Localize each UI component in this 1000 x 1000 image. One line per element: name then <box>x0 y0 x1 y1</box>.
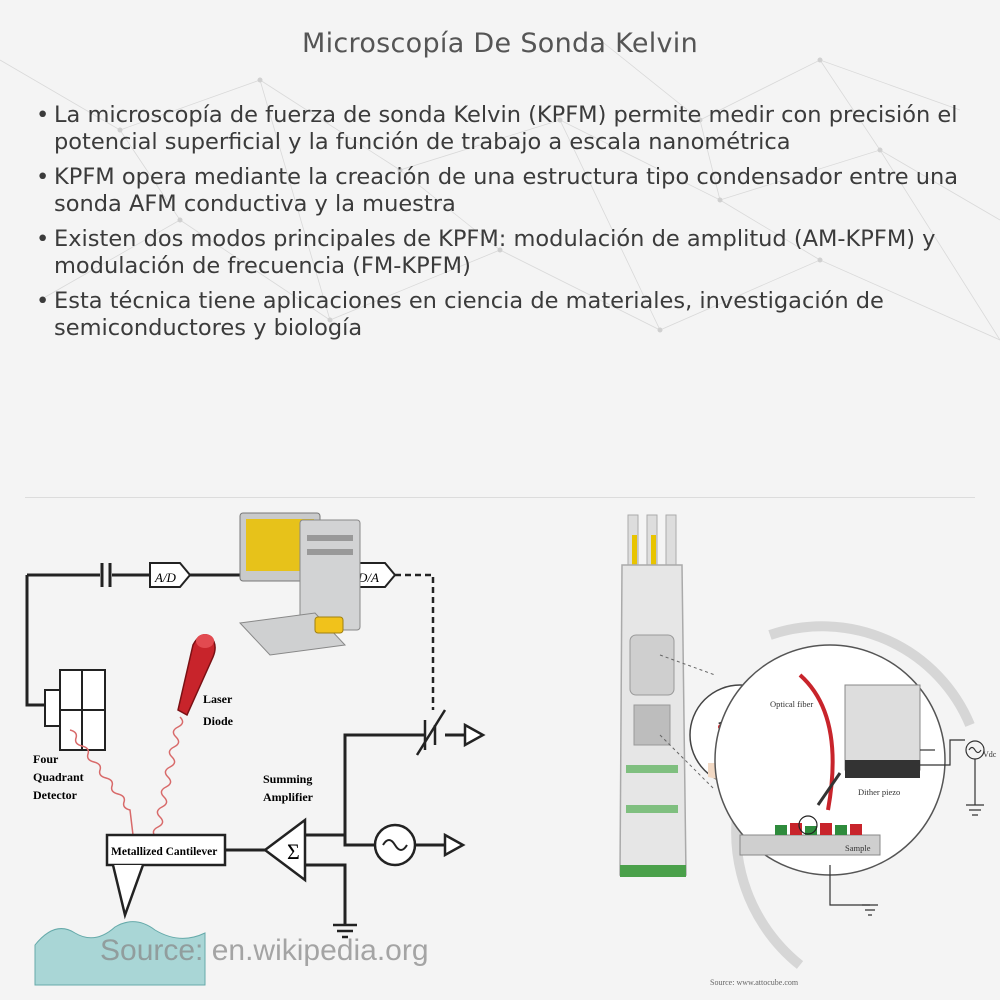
sample-particles <box>775 815 862 835</box>
detector-label: Detector <box>33 788 78 802</box>
computer-icon <box>238 512 361 656</box>
decorative-arc <box>768 621 975 727</box>
bullet-item: Existen dos modos principales de KPFM: m… <box>34 226 964 280</box>
sample-label: Sample <box>845 843 871 853</box>
output-arrow-icon <box>443 832 466 858</box>
dither-piezo <box>844 684 921 771</box>
sample-surface <box>34 921 206 986</box>
capacitor-symbol <box>100 563 112 587</box>
page-title: Microscopía De Sonda Kelvin <box>301 28 699 59</box>
output-arrow-icon <box>463 722 486 748</box>
bullet-item: La microscopía de fuerza de sonda Kelvin… <box>34 102 964 156</box>
cantilever-tip <box>111 864 145 920</box>
detector-label: Four <box>33 752 59 766</box>
metallized-cantilever <box>105 833 227 867</box>
laser-label: Diode <box>203 714 234 728</box>
bullet-item: Esta técnica tiene aplicaciones en cienc… <box>34 288 964 342</box>
ground-symbol <box>333 923 357 939</box>
cantilever-arm <box>816 772 842 806</box>
source-watermark: Source: en.wikipedia.org <box>100 934 429 967</box>
laser-beam-reflected <box>69 729 134 836</box>
section-divider <box>25 497 975 498</box>
da-label: D/A <box>357 570 379 585</box>
kpfm-circuit-diagram: A/D D/A Four Quadrant Detector Laser Dio… <box>25 512 486 986</box>
laser-beam-incident <box>140 716 184 839</box>
dither-piezo-label: Dither piezo <box>858 787 900 797</box>
sine-wave-icon <box>382 839 408 851</box>
ad-label: A/D <box>154 570 177 585</box>
sigma-symbol: Σ <box>287 839 300 864</box>
summing-label: Summing <box>263 772 312 786</box>
detector-label: Quadrant <box>33 770 84 784</box>
dashed-control-line <box>395 573 435 710</box>
optical-fiber-label: Optical fiber <box>770 699 813 709</box>
ad-converter <box>149 562 192 588</box>
variable-dc-source <box>415 709 447 756</box>
vdc-circuit <box>829 739 985 916</box>
summing-label: Amplifier <box>263 790 314 804</box>
cantilever-label: Metallized Cantilever <box>111 846 217 858</box>
optical-fiber <box>798 673 835 811</box>
kpfm-instrument-diagram: V Optical fiber Dither piezo Sample Vdc … <box>619 514 997 987</box>
laser-label: Laser <box>203 692 233 706</box>
probe-head-body <box>619 514 687 877</box>
laser-diode-icon <box>177 634 216 717</box>
vdc-label: Vdc <box>983 750 997 759</box>
summing-amplifier <box>262 817 307 883</box>
source-caption: Source: www.attocube.com <box>710 978 799 987</box>
dither-piezo-base <box>845 760 920 778</box>
bullet-list: La microscopía de fuerza de sonda Kelvin… <box>34 102 964 350</box>
bullet-item: KPFM opera mediante la creación de una e… <box>34 164 964 218</box>
quadrant-detector <box>44 669 106 751</box>
